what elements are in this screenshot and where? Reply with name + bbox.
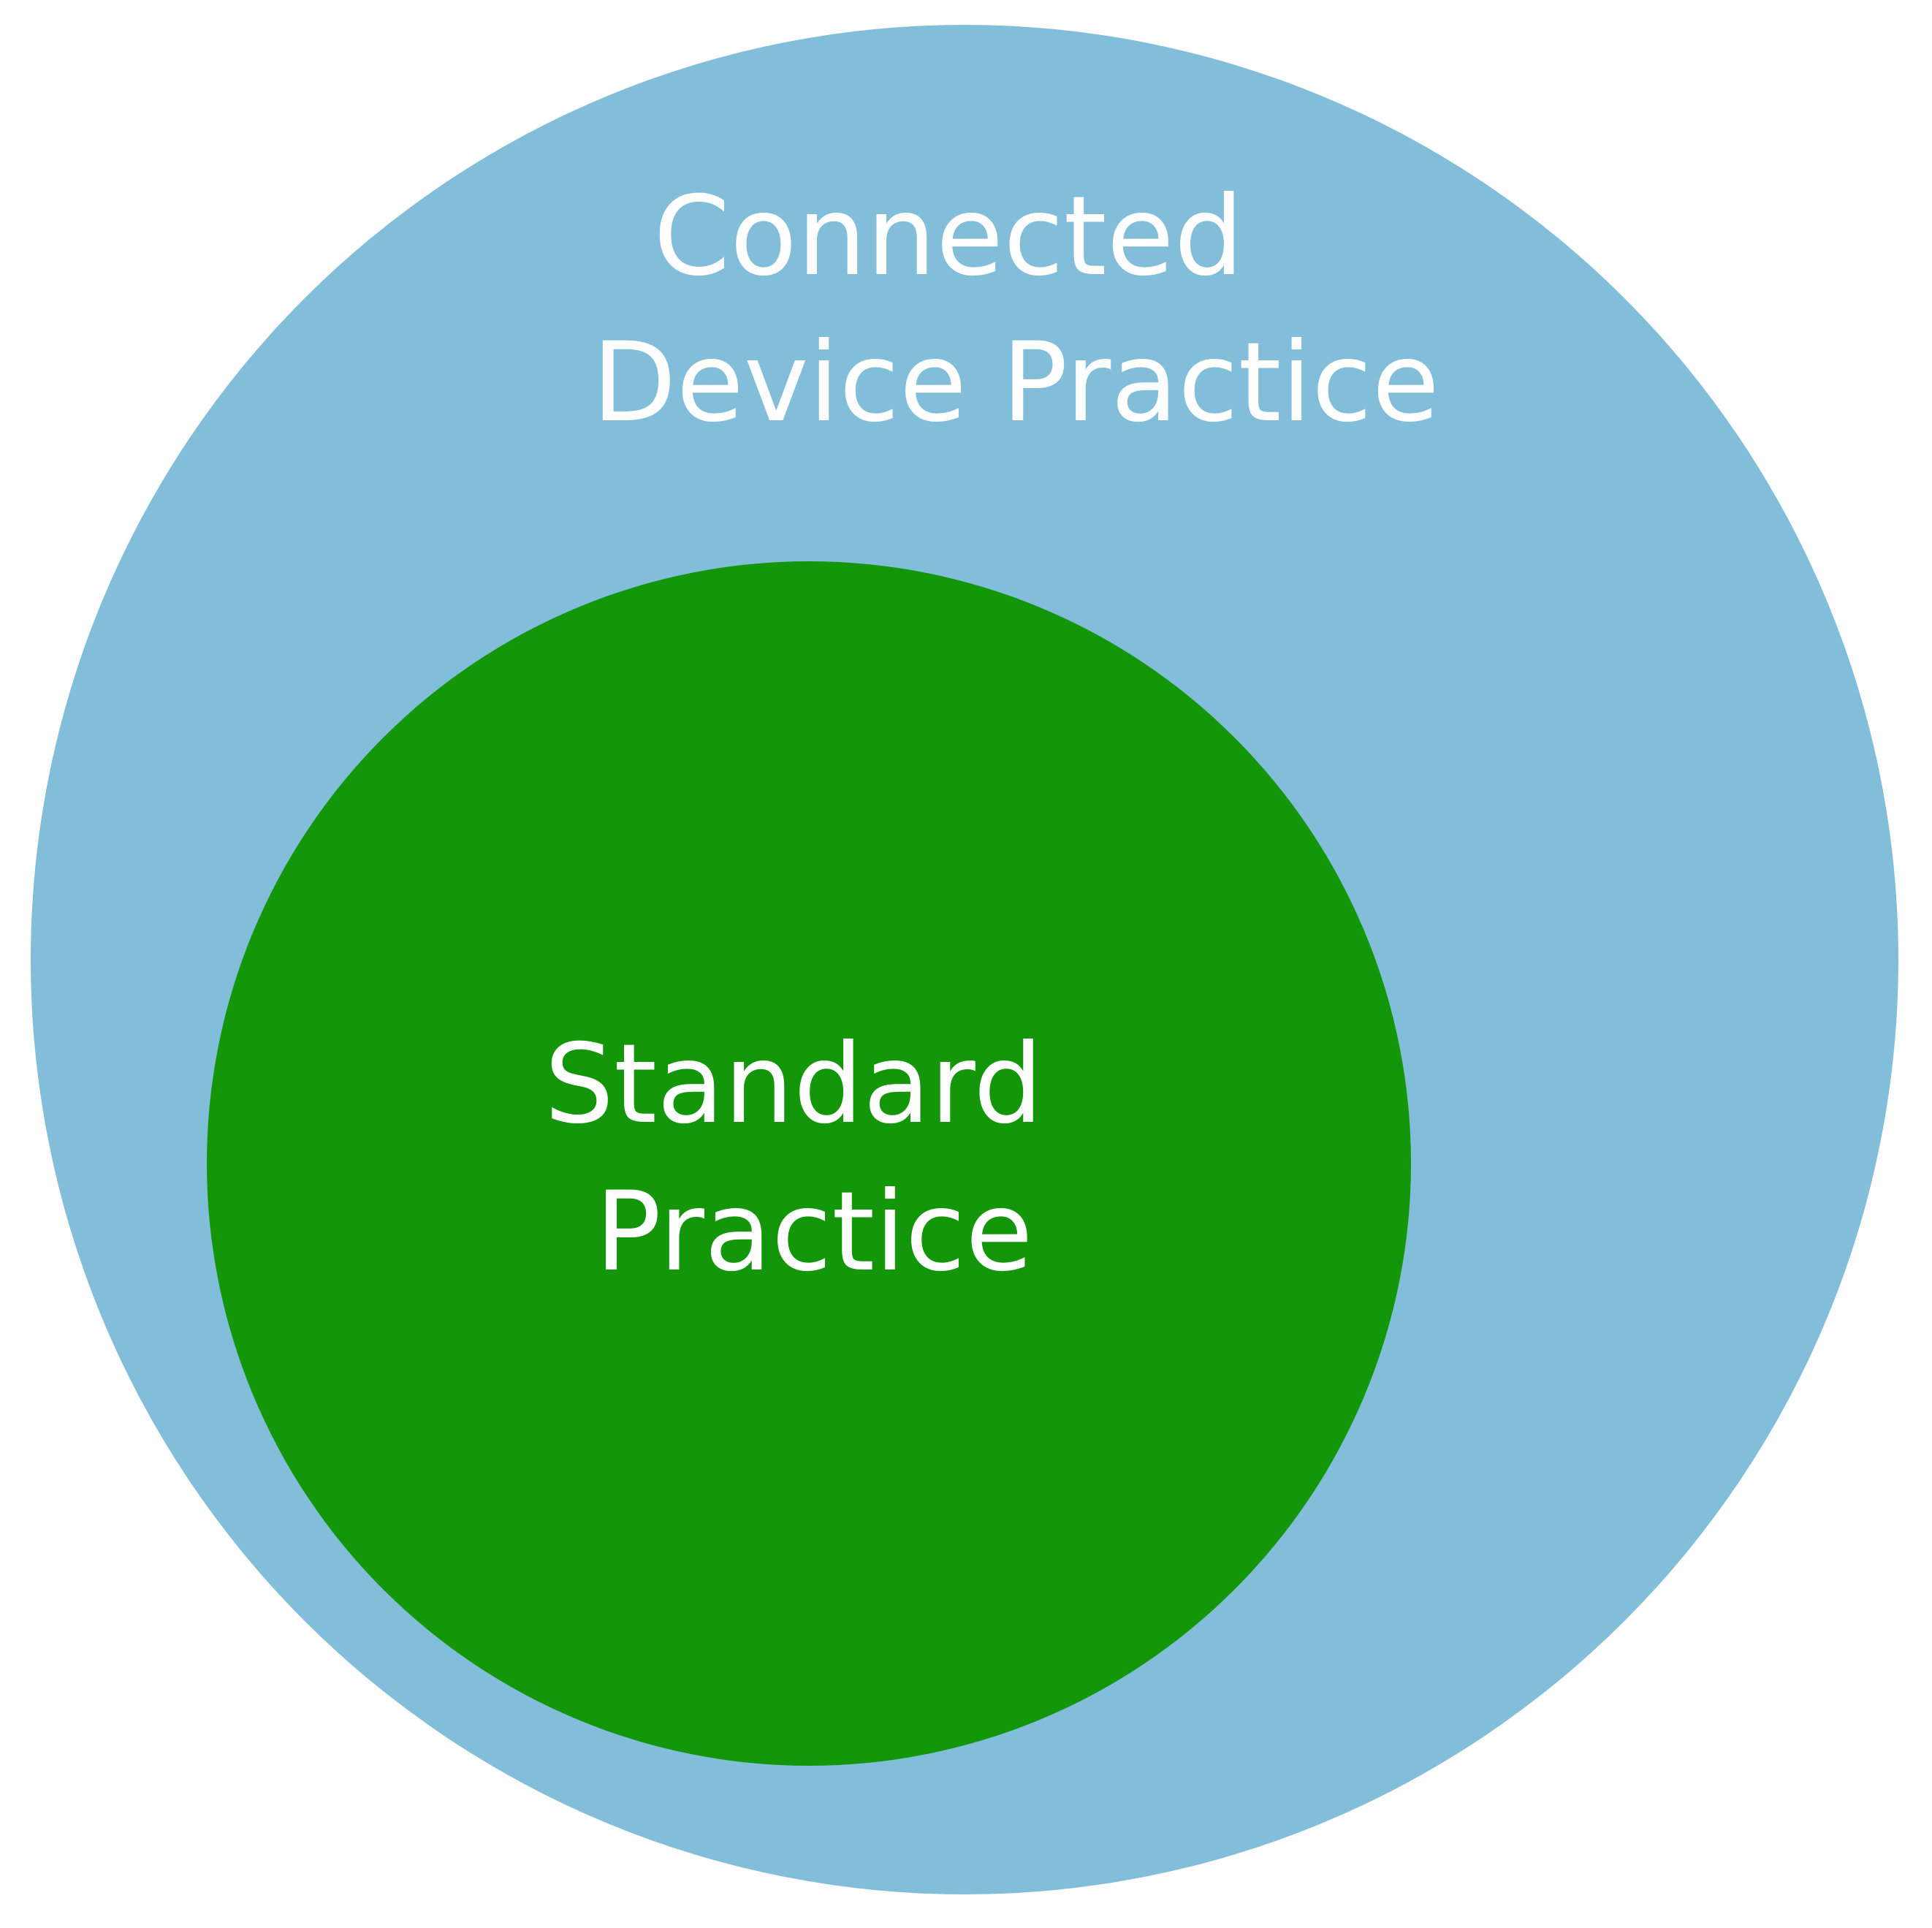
outer-label-line-2: Device Practice — [592, 319, 1440, 447]
inner-label-line-1: Standard — [544, 1021, 1043, 1148]
standard-practice-label: Standard Practice — [544, 1021, 1078, 1296]
outer-label-line-1: Connected — [653, 173, 1244, 300]
standard-practice-circle — [207, 561, 1411, 1766]
inner-label-line-2: Practice — [595, 1169, 1032, 1296]
connected-device-practice-label: Connected Device Practice — [592, 173, 1440, 447]
